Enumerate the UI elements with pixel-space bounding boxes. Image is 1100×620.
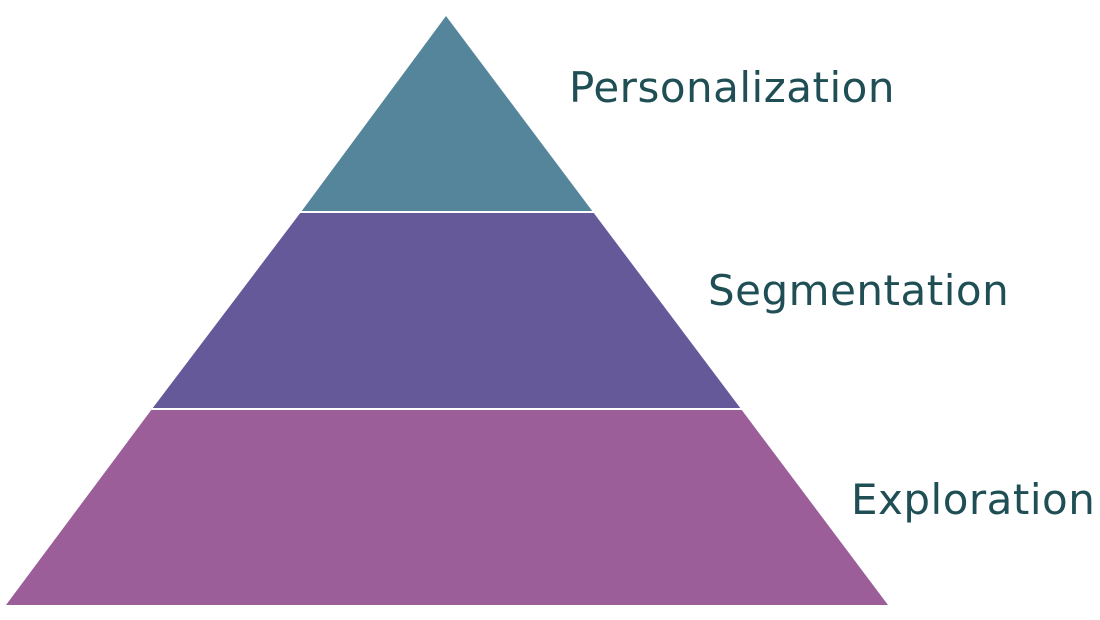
pyramid-tier-middle — [152, 212, 741, 409]
pyramid-tier-top — [301, 16, 593, 212]
tier-label-exploration: Exploration — [851, 475, 1095, 524]
tier-label-personalization: Personalization — [569, 63, 895, 112]
pyramid-tier-bottom — [6, 409, 888, 605]
tier-label-segmentation: Segmentation — [708, 266, 1009, 315]
